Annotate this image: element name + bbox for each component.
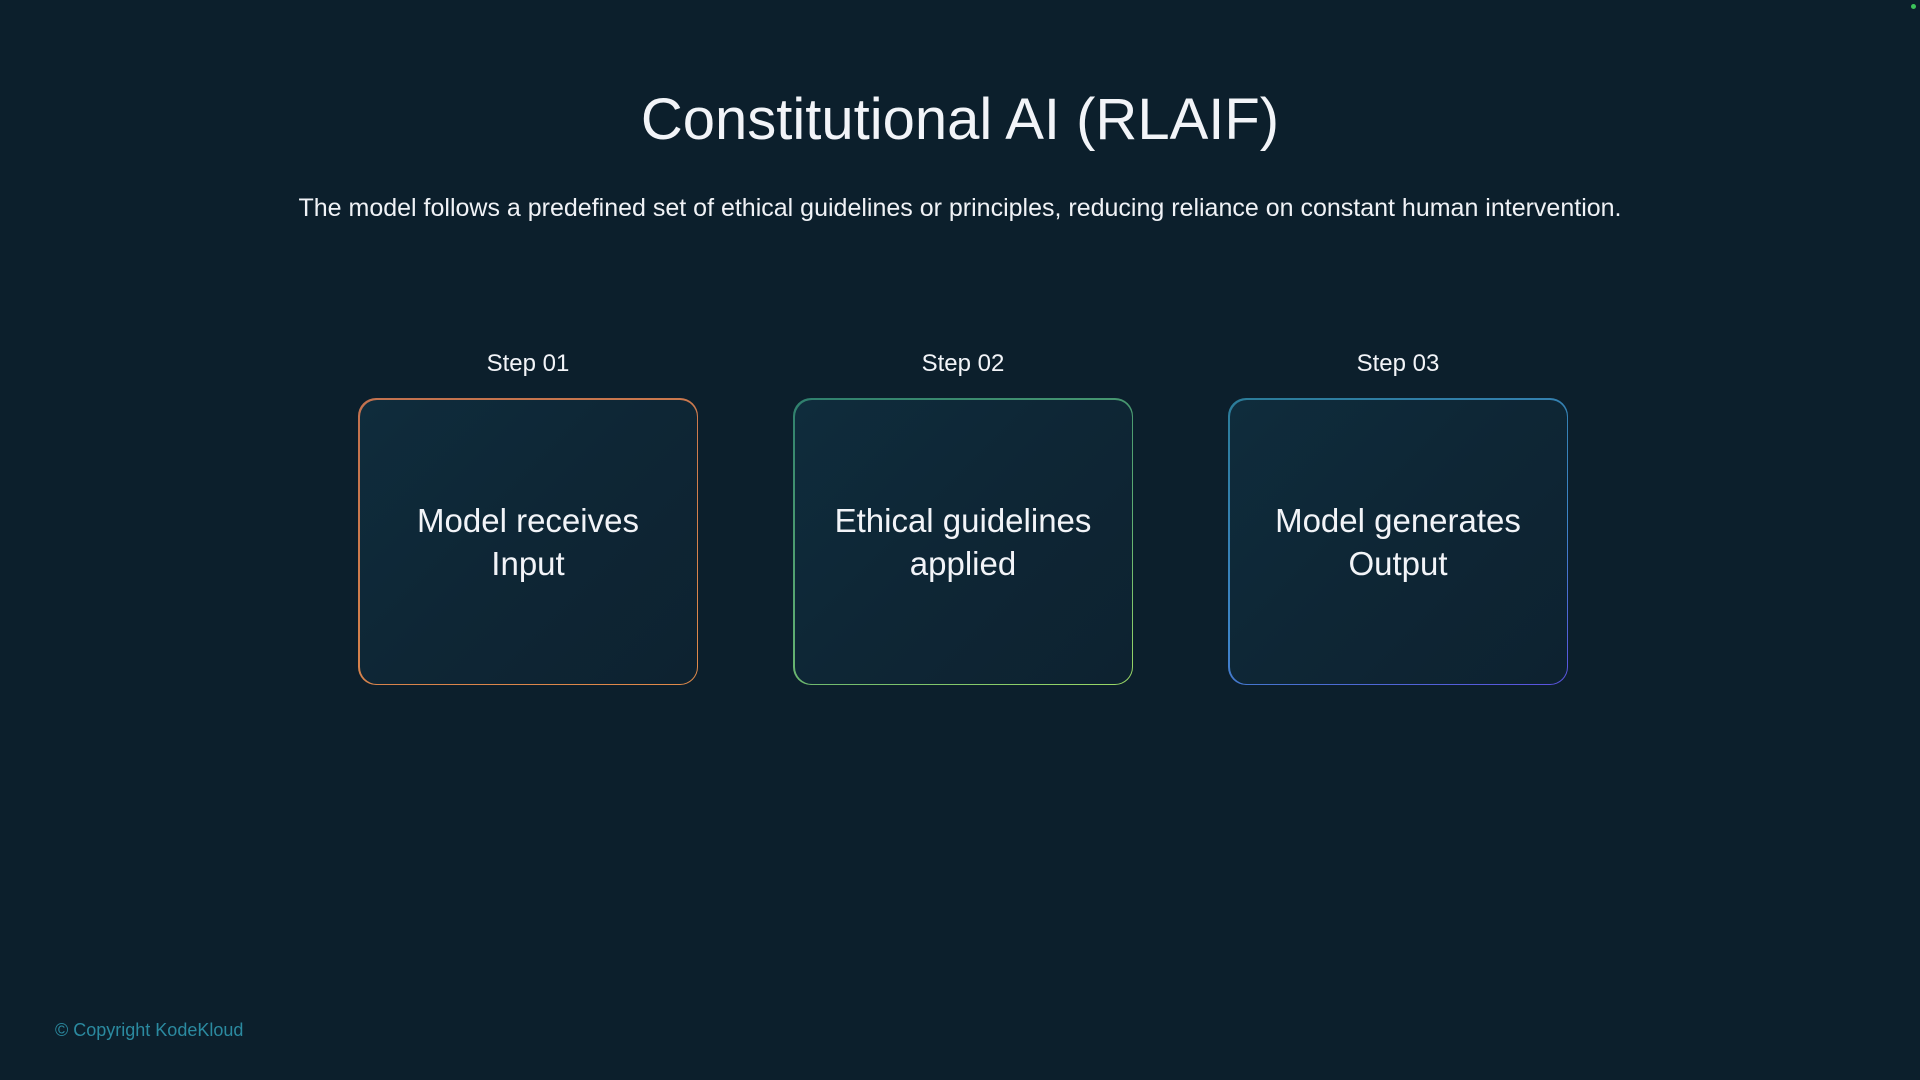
step-text-line1: Model generates <box>1275 501 1521 539</box>
step-text-line1: Ethical guidelines <box>834 501 1092 539</box>
slide-subtitle: The model follows a predefined set of et… <box>298 194 1622 222</box>
status-indicator <box>1911 4 1916 9</box>
step-text-line2: Input <box>491 544 565 582</box>
step-card: Ethical guidelines applied <box>793 398 1133 685</box>
step-text-line2: Output <box>1348 544 1448 582</box>
step-label: Step 02 <box>921 350 1005 377</box>
step-text-line1: Model receives <box>417 501 639 539</box>
slide-title: Constitutional AI (RLAIF) <box>640 87 1280 152</box>
copyright-text: © Copyright KodeKloud <box>55 1020 244 1040</box>
step-label: Step 01 <box>486 350 570 377</box>
step-text-line2: applied <box>909 544 1017 582</box>
step-label: Step 03 <box>1356 350 1440 377</box>
